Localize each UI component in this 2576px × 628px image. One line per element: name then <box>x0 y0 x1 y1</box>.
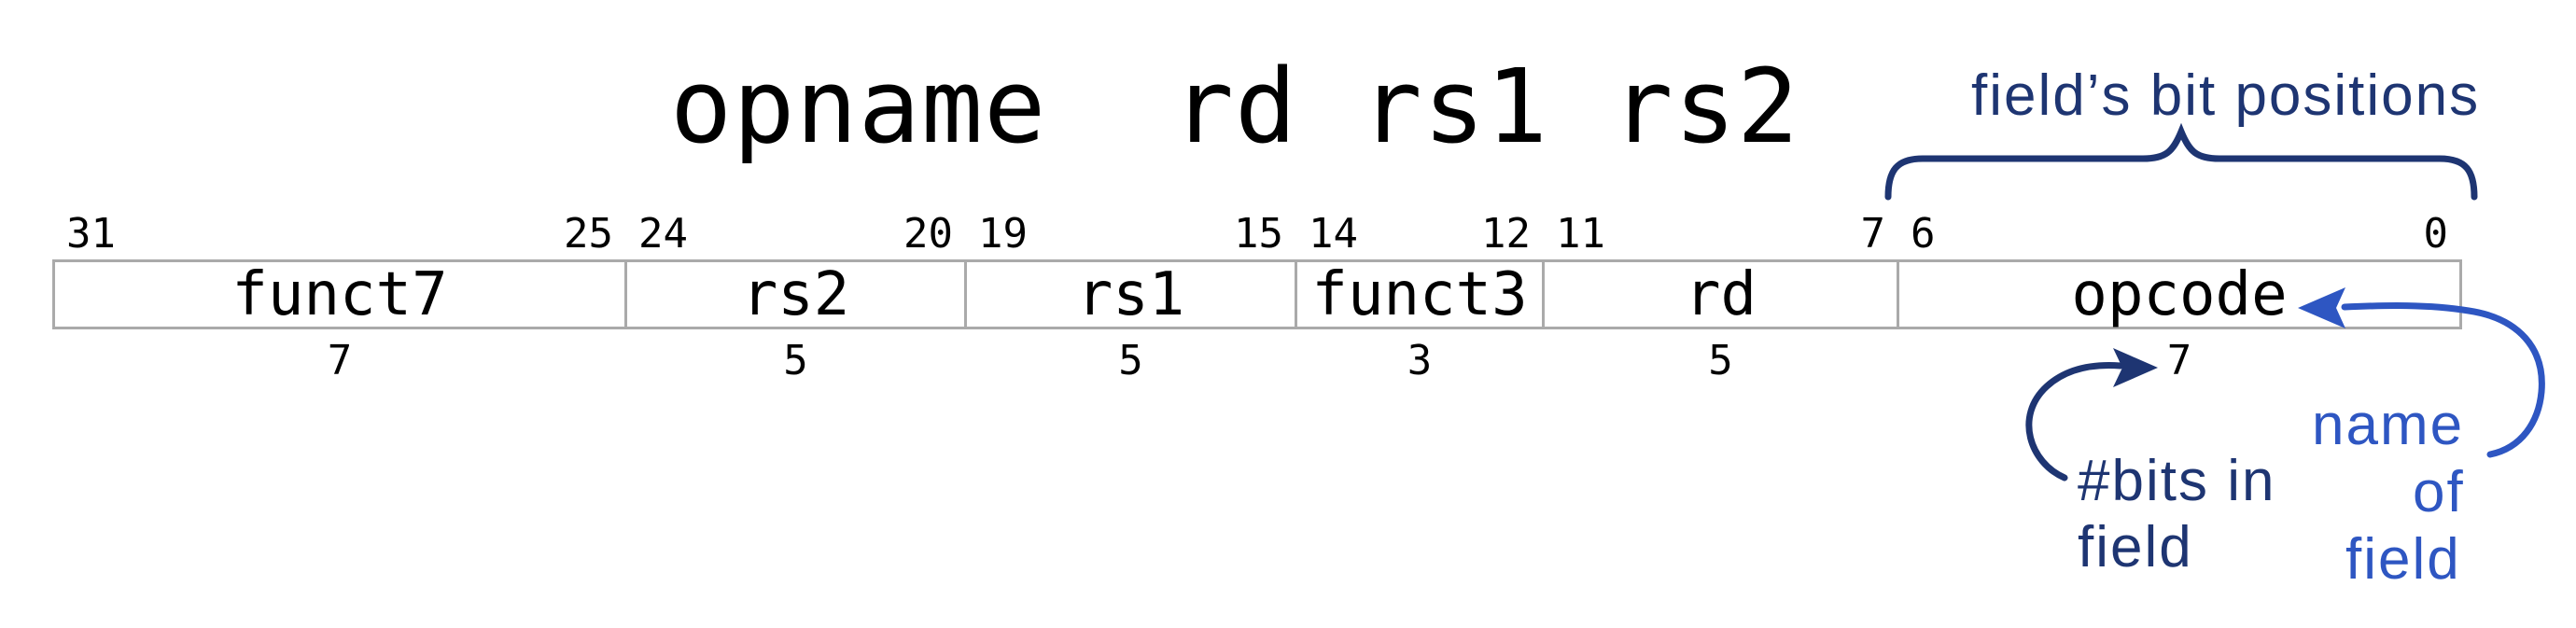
name-of-field-annotation-line1: name <box>2312 393 2465 457</box>
curly-brace-icon <box>1884 122 2478 201</box>
bit-position-hi: 31 <box>66 210 116 258</box>
bit-position-hi: 11 <box>1556 210 1605 258</box>
field-name: rs2 <box>741 259 850 329</box>
bit-position-hi: 6 <box>1911 210 1936 258</box>
bit-position-lo: 12 <box>1481 210 1531 258</box>
name-of-field-annotation-line2: of <box>2413 460 2465 524</box>
instruction-format-table: 31 funct7 25 7 24 rs2 20 5 19 rs1 15 5 1… <box>52 210 2462 384</box>
field-name: funct3 <box>1311 259 1528 329</box>
name-of-field-annotation-line3: field <box>2345 527 2461 592</box>
bit-position-lo: 0 <box>2423 210 2449 258</box>
field-name: funct7 <box>231 259 448 329</box>
field-bit-count: 5 <box>783 337 808 384</box>
field-bit-count: 7 <box>2166 337 2192 384</box>
bit-position-lo: 7 <box>1860 210 1886 258</box>
bit-position-hi: 19 <box>978 210 1028 258</box>
field-bit-count: 7 <box>327 337 353 384</box>
field-cell-opcode: 6 opcode 0 7 <box>1897 210 2459 384</box>
bits-in-field-line1: #bits in <box>2078 449 2276 513</box>
field-name: rd <box>1684 259 1757 329</box>
bit-position-hi: 14 <box>1309 210 1358 258</box>
field-bit-count: 5 <box>1708 337 1733 384</box>
field-name: rs1 <box>1076 259 1185 329</box>
instruction-title: opname rd rs1 rs2 <box>670 47 1800 166</box>
field-cell-rs2: 24 rs2 20 5 <box>624 210 964 384</box>
field-bit-count: 5 <box>1118 337 1143 384</box>
bit-positions-annotation: field’s bit positions <box>1971 63 2481 128</box>
bits-in-field-line2: field <box>2078 515 2193 579</box>
field-cell-rd: 11 rd 7 5 <box>1542 210 1897 384</box>
bit-position-hi: 24 <box>638 210 688 258</box>
field-cell-rs1: 19 rs1 15 5 <box>964 210 1295 384</box>
field-cell-funct3: 14 funct3 12 3 <box>1295 210 1542 384</box>
field-bit-count: 3 <box>1407 337 1433 384</box>
field-cell-funct7: 31 funct7 25 7 <box>55 210 624 384</box>
bit-position-lo: 20 <box>903 210 953 258</box>
field-name: opcode <box>2071 259 2288 329</box>
bit-position-lo: 25 <box>564 210 613 258</box>
bit-position-lo: 15 <box>1234 210 1283 258</box>
